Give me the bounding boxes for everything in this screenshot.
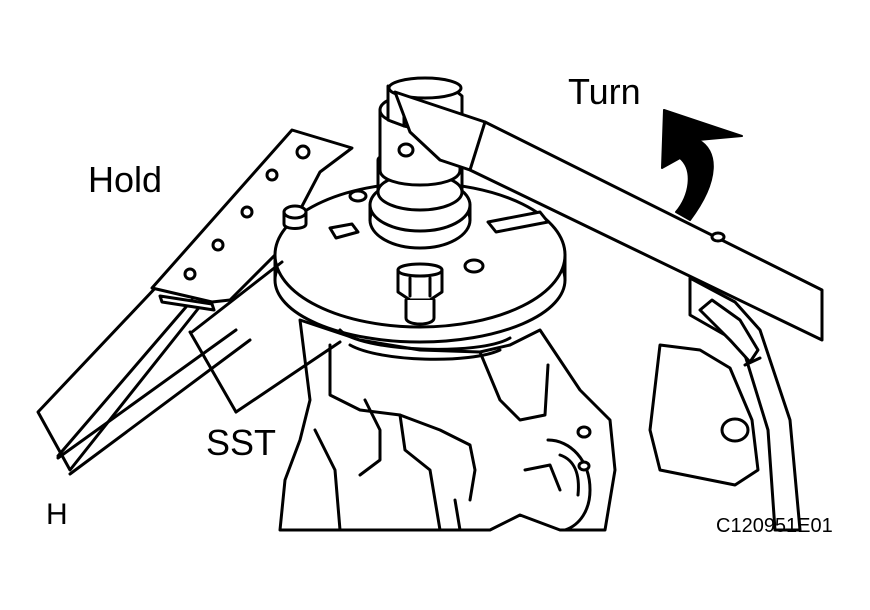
- hold-label: Hold: [88, 159, 163, 200]
- turning-wrench-handle: [393, 90, 824, 342]
- flange-bolt: [396, 262, 444, 326]
- oil-seal-ring: [338, 328, 512, 361]
- holding-tool-handle: [36, 281, 207, 472]
- sst-leader-lines: [188, 260, 342, 414]
- side-bracket: [648, 276, 802, 532]
- turn-label: Turn: [568, 71, 641, 112]
- lower-rail: [56, 328, 252, 476]
- sst-label: SST: [206, 422, 277, 463]
- turn-direction-arrow-icon: [661, 109, 743, 221]
- figure-code: C120951E01: [716, 515, 833, 537]
- transfer-case-housing: [278, 318, 617, 532]
- holding-pin: [282, 204, 308, 230]
- h-label: H: [46, 498, 68, 531]
